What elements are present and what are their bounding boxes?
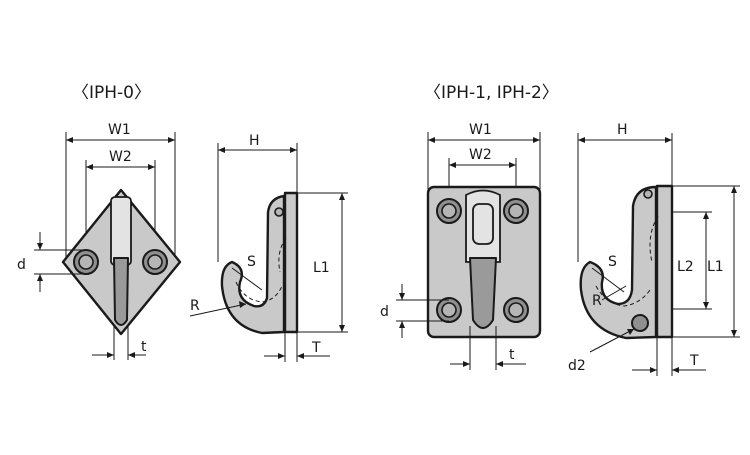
iph0-h-label: H bbox=[249, 133, 260, 149]
iph0-hook-shank bbox=[113, 257, 129, 326]
iph0-r-label: R bbox=[190, 298, 200, 314]
iph12-base-plate-side bbox=[655, 184, 674, 339]
iph0-s-leader bbox=[231, 267, 263, 291]
title-iph-0: 〈IPH-0〉 bbox=[72, 83, 151, 103]
iph0-l1-arrow-top bbox=[339, 193, 345, 200]
iph12-hook-side bbox=[579, 185, 658, 340]
iph0-t-arrow-left bbox=[107, 352, 114, 358]
iph12-d-arrow-bottom bbox=[399, 321, 405, 328]
iph0-base-plate-side bbox=[283, 191, 299, 334]
iph12-d2-leader bbox=[589, 328, 635, 353]
iph0-bigt-label: T bbox=[311, 340, 321, 356]
iph0-w2-arrow-left bbox=[86, 164, 93, 170]
iph12-l1-label: L1 bbox=[707, 259, 724, 275]
iph0-hook-side bbox=[220, 194, 286, 335]
iph12-hook-hidden-curve bbox=[595, 285, 651, 307]
iph12-w2-arrow-right bbox=[509, 162, 516, 168]
iph0-w2-label: W2 bbox=[109, 149, 132, 165]
iph12-t-arrow-left bbox=[463, 361, 470, 367]
iph0-w1-label: W1 bbox=[108, 122, 131, 138]
iph0-bigt-arrow-right bbox=[297, 353, 304, 359]
iph0-w1-arrow-right bbox=[168, 137, 175, 143]
iph12-w1-arrow-right bbox=[533, 137, 540, 143]
iph12-d2-hole bbox=[631, 314, 649, 332]
iph12-hole-bottom-left-inner bbox=[441, 302, 457, 318]
iph0-d-arrow-top bbox=[37, 243, 43, 250]
iph12-hook-hidden-line bbox=[649, 215, 659, 263]
iph12-l2-label: L2 bbox=[677, 259, 694, 275]
iph0-r-leader bbox=[189, 303, 247, 317]
iph12-s-leader bbox=[591, 267, 625, 293]
iph12-t-arrow-right bbox=[496, 361, 503, 367]
iph12-s-label: S bbox=[608, 254, 617, 270]
iph12-w1-label: W1 bbox=[469, 122, 492, 138]
iph12-l1-arrow-bottom bbox=[731, 330, 737, 337]
iph0-hook-upper bbox=[110, 196, 132, 266]
iph0-d-arrow-bottom bbox=[37, 274, 43, 281]
title-iph-1-2: 〈IPH-1, IPH-2〉 bbox=[424, 83, 559, 103]
iph0-s-label: S bbox=[247, 254, 256, 270]
iph12-bigt-label: T bbox=[689, 353, 699, 369]
iph12-hole-top-left-inner bbox=[441, 203, 457, 219]
iph12-h-arrow-right bbox=[665, 137, 672, 143]
iph0-d-label: d bbox=[17, 257, 26, 273]
iph0-hole-left-inner bbox=[78, 254, 94, 270]
iph12-h-arrow-left bbox=[578, 137, 585, 143]
iph12-hook-shank bbox=[469, 257, 497, 329]
iph12-l1-arrow-top bbox=[731, 186, 737, 193]
iph0-t-arrow-right bbox=[128, 352, 135, 358]
iph0-side-view: H L1 S R T bbox=[189, 133, 348, 362]
iph0-w2-arrow-right bbox=[148, 164, 155, 170]
iph12-d2-label: d2 bbox=[568, 358, 586, 374]
iph0-front-view: W1 W2 d t bbox=[17, 122, 182, 360]
iph12-bigt-arrow-right bbox=[672, 367, 679, 373]
iph0-hole-right-inner bbox=[147, 254, 163, 270]
iph12-side-view: H L2 L1 S R d2 bbox=[568, 122, 740, 376]
iph12-l2-arrow-bottom bbox=[703, 302, 709, 309]
iph0-w1-arrow-left bbox=[66, 137, 73, 143]
iph12-w2-arrow-left bbox=[449, 162, 456, 168]
iph0-l1-arrow-bottom bbox=[339, 325, 345, 332]
iph12-t-label: t bbox=[509, 347, 515, 363]
iph0-pin-hole bbox=[274, 207, 284, 217]
iph0-r-arrow bbox=[239, 301, 246, 308]
iph0-hook-hidden-curve bbox=[235, 281, 283, 303]
iph12-w2-label: W2 bbox=[469, 147, 492, 163]
iph12-hole-top-right-inner bbox=[508, 203, 524, 219]
iph12-r-leader bbox=[601, 285, 627, 301]
iph0-l1-label: L1 bbox=[313, 260, 330, 276]
iph12-hole-bottom-right-inner bbox=[508, 302, 524, 318]
iph12-front-view: W1 W2 d t bbox=[380, 122, 542, 370]
iph12-hook-slot bbox=[472, 203, 494, 245]
iph12-r-label: R bbox=[592, 293, 602, 309]
iph12-l2-arrow-top bbox=[703, 212, 709, 219]
iph0-h-arrow-left bbox=[218, 147, 225, 153]
iph0-hook-hidden-line bbox=[278, 237, 287, 273]
iph0-t-label: t bbox=[141, 339, 147, 355]
iph12-h-label: H bbox=[617, 122, 628, 138]
iph12-bigt-arrow-left bbox=[650, 367, 657, 373]
iph12-w1-arrow-left bbox=[428, 137, 435, 143]
iph12-d2-arrow bbox=[627, 329, 634, 335]
iph0-h-arrow-right bbox=[290, 147, 297, 153]
iph0-bigt-arrow-left bbox=[278, 353, 285, 359]
iph12-d-label: d bbox=[380, 304, 389, 320]
iph12-d-arrow-top bbox=[399, 293, 405, 300]
iph12-pin-hole bbox=[643, 189, 653, 199]
